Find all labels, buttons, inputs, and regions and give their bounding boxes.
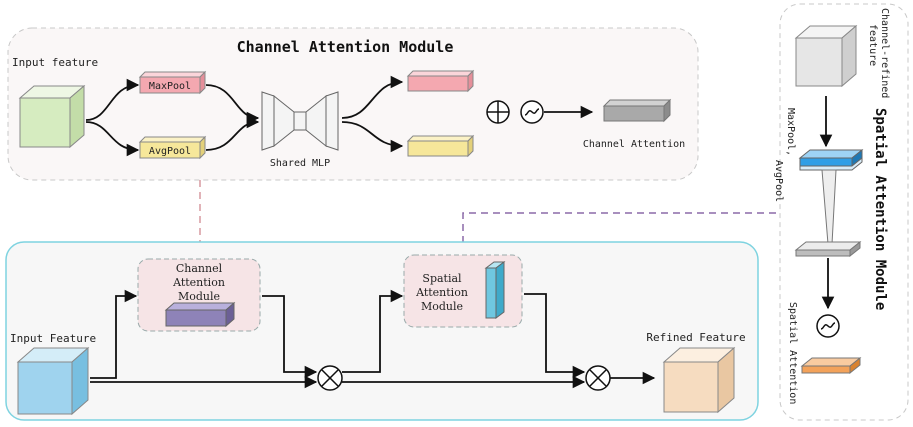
refined-feature-cube <box>662 346 736 414</box>
avgpool-bar <box>138 135 207 160</box>
spatial-module-title: Spatial Attention Module <box>872 108 888 310</box>
spatial-attention-label: Spatial Attention <box>787 302 798 404</box>
channel-attention-bar <box>602 98 672 123</box>
spatial-conv-plate <box>794 240 862 258</box>
shared-mlp-label: Shared MLP <box>270 158 330 169</box>
channel-module-bar <box>164 301 236 328</box>
spatial-module-plate <box>484 261 506 319</box>
channel-module-title: Channel Attention Module <box>237 38 454 56</box>
connector-spatial <box>462 212 780 255</box>
spatial-box-line1: Spatial <box>422 272 462 285</box>
multiply-icon-1 <box>317 365 343 391</box>
cbam-panel <box>5 241 759 421</box>
spatial-attention-plate <box>800 356 862 375</box>
channel-box-line2: Attention <box>172 276 225 289</box>
spatial-pool-label-1: MaxPool, <box>785 108 796 156</box>
channel-input-cube <box>18 84 86 149</box>
channel-box-line3: Module <box>178 290 220 303</box>
shared-mlp-icon <box>261 91 339 151</box>
spatial-box-line3: Module <box>421 300 463 313</box>
sigmoid-icon <box>520 100 544 124</box>
spatial-pool-plates <box>798 148 864 171</box>
spatial-input-label-2: feature <box>867 24 878 66</box>
mlp-output-avg-bar <box>406 134 475 158</box>
spatial-module-panel <box>779 3 909 421</box>
refined-feature-label: Refined Feature <box>646 331 745 344</box>
channel-input-label: Input feature <box>12 56 98 69</box>
spatial-sigmoid-icon <box>816 314 840 338</box>
spatial-input-cube <box>794 24 858 88</box>
mlp-output-max-bar <box>406 69 475 93</box>
channel-attention-label: Channel Attention <box>583 139 685 150</box>
multiply-icon-2 <box>585 365 611 391</box>
avgpool-label: AvgPool <box>149 146 191 157</box>
maxpool-bar <box>138 70 207 95</box>
channel-box-line1: Channel <box>176 262 223 275</box>
sum-icon <box>486 100 510 124</box>
spatial-box-line2: Attention <box>415 286 468 299</box>
maxpool-label: MaxPool <box>149 81 191 92</box>
spatial-input-label-1: Channel-refined <box>879 8 890 98</box>
spatial-pool-label-2: AvgPool <box>773 160 784 202</box>
cbam-input-label: Input Feature <box>10 332 96 345</box>
cbam-input-cube <box>16 346 90 416</box>
